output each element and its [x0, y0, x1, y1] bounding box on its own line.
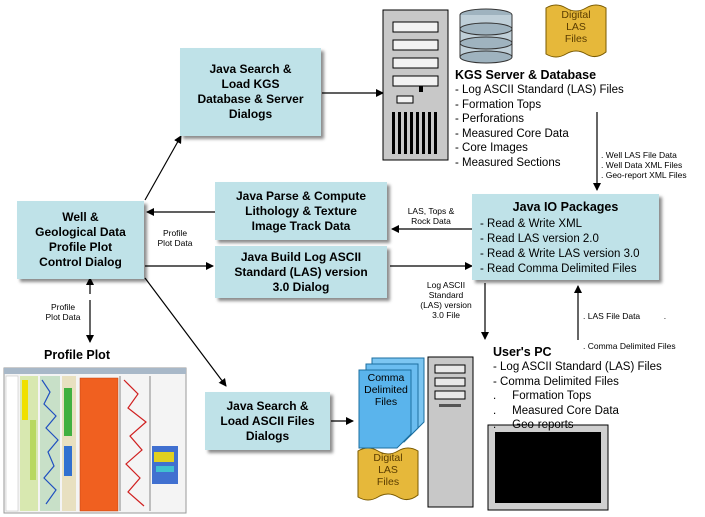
pc-item: . Geo-reports	[493, 419, 574, 431]
server-item: - Log ASCII Standard (LAS) Files	[455, 84, 624, 96]
label-line: Log ASCII	[426, 280, 466, 290]
box-line: Load KGS	[221, 77, 280, 91]
pc-item: . Formation Tops	[493, 390, 592, 402]
java-search-files-box[interactable]: Java Search & Load ASCII Files Dialogs	[205, 392, 330, 450]
io-item: - Read LAS version 2.0	[480, 233, 599, 245]
icon-label: Files	[564, 33, 588, 45]
label-las30-file: Log ASCII Standard (LAS) version 3.0 Fil…	[413, 280, 479, 320]
icon-label: Files	[374, 396, 398, 408]
icon-label: LAS	[378, 464, 398, 476]
box-line: Dialogs	[245, 428, 290, 443]
box-line: Well &	[62, 210, 99, 224]
server-item: - Measured Sections	[455, 156, 561, 169]
label-line: . Well LAS File Data	[601, 150, 677, 160]
label-line: Rock Data	[411, 216, 451, 226]
label-profile-data-top: Profile Plot Data	[150, 228, 200, 248]
label-las-tops: LAS, Tops & Rock Data	[400, 206, 462, 226]
box-line: 3.0 Dialog	[272, 279, 330, 294]
box-line: Load ASCII Files	[220, 413, 315, 428]
label-server-to-io: . Well LAS File Data . Well Data XML Fil…	[601, 150, 705, 180]
label-line: Plot Data	[45, 312, 81, 322]
box-line: Java Search &	[209, 62, 292, 76]
label-line: LAS, Tops &	[407, 206, 455, 216]
icon-label: Files	[376, 476, 400, 488]
box-line: Standard (LAS) version	[234, 264, 368, 279]
label-line: . LAS File Data .	[583, 311, 667, 321]
scroll-shape-top	[545, 4, 607, 58]
file-stack-icon	[358, 357, 425, 449]
pc-title: User's PC	[493, 345, 552, 359]
io-item: - Read Comma Delimited Files	[480, 263, 637, 275]
profile-plot-thumbnail	[3, 367, 187, 514]
database-icon	[459, 8, 513, 64]
server-item: - Formation Tops	[455, 98, 542, 111]
pc-description: User's PC - Log ASCII Standard (LAS) Fil…	[493, 344, 698, 433]
server-tower-icon	[382, 9, 449, 161]
io-item: - Read & Write XML	[480, 218, 583, 230]
label-profile-data-left: Profile Plot Data	[38, 302, 88, 322]
box-line: Image Track Data	[251, 218, 351, 233]
control-dialog-box[interactable]: Well & Geological Data Profile Plot Cont…	[17, 201, 144, 279]
arrow-control-to-search-files	[144, 277, 227, 387]
io-item: - Read & Write LAS version 3.0	[480, 248, 640, 260]
box-line: Profile Plot	[48, 240, 113, 254]
java-io-packages-box[interactable]: Java IO Packages - Read & Write XML - Re…	[472, 194, 659, 280]
server-title: KGS Server & Database	[455, 68, 597, 82]
label-line: Plot Data	[157, 238, 193, 248]
server-item: - Core Images	[455, 142, 528, 154]
java-parse-box[interactable]: Java Parse & Compute Lithology & Texture…	[215, 182, 387, 240]
label-line: . Comma Delimited Files	[583, 341, 676, 351]
java-build-las-box[interactable]: Java Build Log ASCII Standard (LAS) vers…	[215, 246, 387, 298]
digital-las-files-icon-top: Digital LAS Files	[546, 6, 606, 56]
label-line: . Geo-report XML Files	[601, 170, 687, 180]
icon-label: Comma	[367, 372, 405, 384]
pc-tower-icon	[427, 356, 474, 508]
label-line: Profile	[50, 302, 76, 312]
box-line: Lithology & Texture	[245, 203, 357, 218]
icon-label: LAS	[566, 21, 586, 33]
label-line: Standard	[428, 290, 464, 300]
label-line: 3.0 File	[432, 310, 460, 320]
server-item: - Measured Core Data	[455, 127, 569, 140]
digital-las-files-icon-bottom: Digital LAS Files	[358, 449, 418, 499]
connectors	[86, 89, 601, 425]
scroll-shape-bottom	[357, 447, 419, 501]
box-line: Geological Data	[35, 225, 126, 239]
icon-label: Digital	[561, 9, 591, 21]
profile-plot-title: Profile Plot	[44, 348, 110, 362]
pc-item: - Comma Delimited Files	[493, 375, 619, 388]
server-description: KGS Server & Database - Log ASCII Standa…	[455, 67, 695, 170]
io-title: Java IO Packages	[512, 200, 619, 214]
box-line: Dialogs	[228, 107, 273, 121]
box-line: Java Parse & Compute	[235, 188, 367, 203]
label-pc-to-io: . LAS File Data . . Comma Delimited File…	[583, 291, 701, 361]
pc-item: . Measured Core Data	[493, 404, 619, 417]
box-line: Database & Server	[197, 92, 304, 106]
arrow-control-to-search-kgs	[144, 135, 182, 201]
icon-label: Delimited	[364, 384, 408, 396]
label-line: (LAS) version	[420, 300, 472, 310]
box-line: Control Dialog	[39, 255, 122, 269]
label-line: . Well Data XML Files	[601, 160, 683, 170]
box-line: Java Search &	[226, 398, 309, 413]
icon-label: Digital	[373, 452, 403, 464]
label-line: Profile	[162, 228, 188, 238]
monitor-icon	[487, 424, 609, 511]
java-search-kgs-box[interactable]: Java Search & Load KGS Database & Server…	[180, 48, 321, 136]
box-line: Java Build Log ASCII	[240, 249, 362, 264]
pc-item: - Log ASCII Standard (LAS) Files	[493, 361, 662, 373]
comma-delimited-files-icon: Comma Delimited Files	[356, 370, 410, 430]
server-item: - Perforations	[455, 113, 525, 125]
